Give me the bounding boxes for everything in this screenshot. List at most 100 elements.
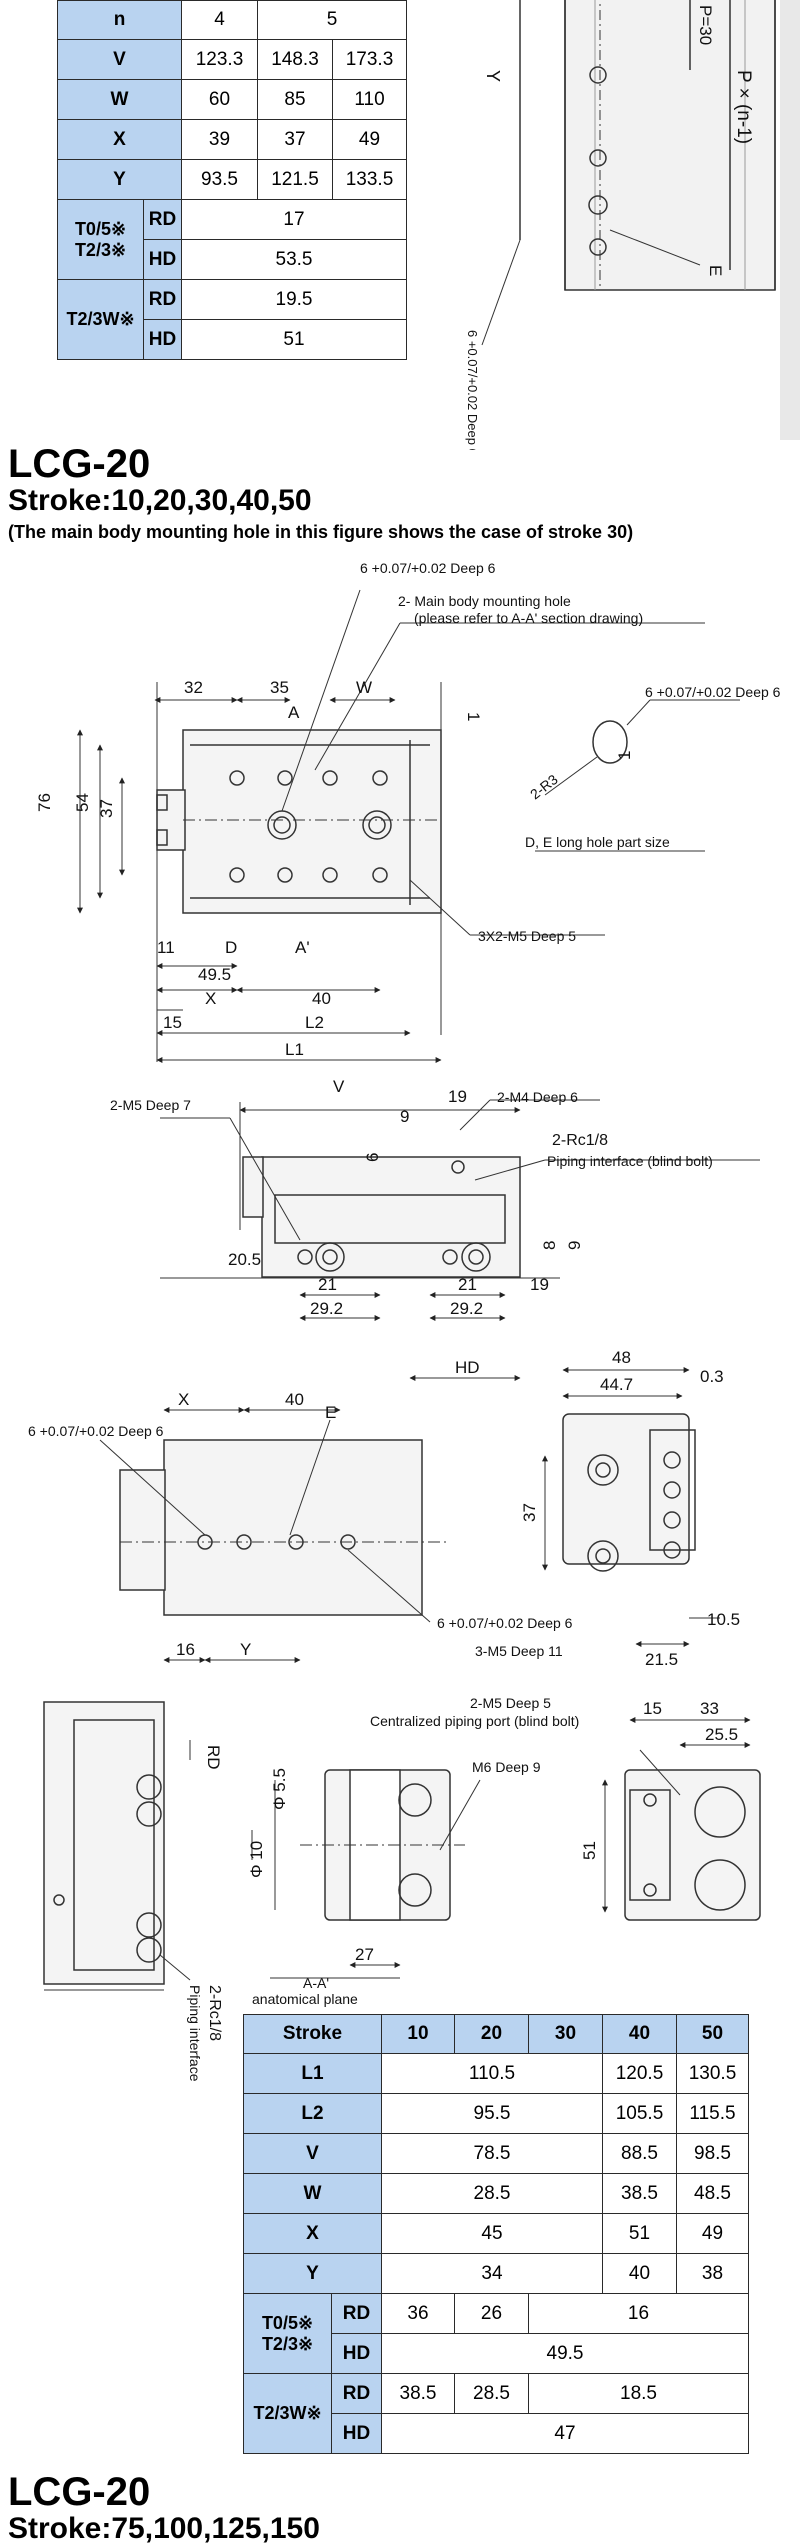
table-cell: 115.5 bbox=[676, 2093, 749, 2134]
callout-label: 2-Rc1/8 bbox=[552, 1132, 608, 1149]
dim-label: 44.7 bbox=[600, 1375, 633, 1394]
dim-label: 9 bbox=[565, 1241, 584, 1250]
dim-label: 6 +0.07/+0.02 Deep 6 bbox=[465, 330, 480, 450]
rear-view bbox=[43, 1701, 191, 1991]
column-header: 40 bbox=[602, 2014, 677, 2054]
dim-label: 19 bbox=[530, 1275, 549, 1294]
table-cell: 95.5 bbox=[381, 2093, 603, 2134]
dim-label: 9 bbox=[400, 1107, 409, 1126]
callout-label: A-A' bbox=[303, 1975, 329, 1991]
dim-label: Y bbox=[483, 70, 503, 82]
table-cell: 123.3 bbox=[181, 39, 258, 80]
table-cell: 18.5 bbox=[528, 2373, 749, 2414]
dim-label: 15 bbox=[163, 1013, 182, 1032]
dim-label: E bbox=[706, 265, 725, 276]
dim-label: 33 bbox=[700, 1699, 719, 1718]
row-label: Y bbox=[57, 159, 182, 200]
dim-label: A bbox=[288, 703, 300, 722]
hd-label: HD bbox=[143, 239, 182, 280]
callout-label: 6 +0.07/+0.02 Deep 6 bbox=[360, 560, 496, 576]
callout-label: 2- Main body mounting hole bbox=[398, 593, 571, 609]
dim-label: 37 bbox=[97, 799, 116, 818]
hd-label: HD bbox=[331, 2413, 382, 2454]
callout-label: Centralized piping port (blind bolt) bbox=[370, 1713, 579, 1729]
dim-label: 10.5 bbox=[707, 1610, 740, 1629]
dimension-values: 32 35 W A 1 76 54 37 11 D A' 49.5 X 40 1… bbox=[35, 678, 740, 1964]
column-header: Stroke bbox=[243, 2014, 382, 2054]
table-cell: 110.5 bbox=[381, 2053, 603, 2094]
dim-label: HD bbox=[455, 1358, 480, 1377]
table-cell: 36 bbox=[381, 2293, 455, 2334]
table-cell: 51 bbox=[602, 2213, 677, 2254]
dim-label: L1 bbox=[285, 1040, 304, 1059]
table-cell: 98.5 bbox=[676, 2133, 749, 2174]
dim-label: RD bbox=[204, 1745, 223, 1770]
dim-label: 25.5 bbox=[705, 1725, 738, 1744]
dim-label: 16 bbox=[176, 1640, 195, 1659]
dim-label: 35 bbox=[270, 678, 289, 697]
callout-label: 3X2-M5 Deep 5 bbox=[478, 928, 576, 944]
table-cell: 93.5 bbox=[181, 159, 258, 200]
dim-label: D bbox=[225, 938, 237, 957]
dim-label: 1 bbox=[464, 712, 483, 721]
table-cell: 26 bbox=[454, 2293, 529, 2334]
table-cell: 38.5 bbox=[602, 2173, 677, 2214]
dim-label: L2 bbox=[305, 1013, 324, 1032]
dim-label: W bbox=[356, 678, 372, 697]
table-cell: 49 bbox=[332, 119, 407, 160]
dim-label: 1 bbox=[615, 751, 634, 760]
group-label: T0/5※ T2/3※ bbox=[57, 199, 144, 280]
dim-label: Φ 5.5 bbox=[270, 1768, 289, 1810]
callout-label: Piping interface bbox=[187, 1985, 203, 2082]
bottom-view bbox=[99, 1407, 450, 1663]
table-cell: 45 bbox=[381, 2213, 603, 2254]
table-cell: 130.5 bbox=[676, 2053, 749, 2094]
table-cell: 34 bbox=[381, 2253, 603, 2294]
row-label: n bbox=[57, 0, 182, 40]
row-label: Y bbox=[243, 2253, 382, 2294]
row-label: W bbox=[57, 79, 182, 120]
callout-label: 2-R3 bbox=[527, 771, 561, 802]
dim-label: E bbox=[325, 1403, 336, 1422]
rd-label: RD bbox=[143, 199, 182, 240]
hd-label: HD bbox=[143, 319, 182, 360]
dim-label: 21.5 bbox=[645, 1650, 678, 1669]
group-label: T2/3W※ bbox=[57, 279, 144, 360]
callout-label: D, E long hole part size bbox=[525, 834, 670, 850]
table-cell: 4 bbox=[181, 0, 258, 40]
section-title: LCG-20 bbox=[8, 2470, 151, 2514]
table-cell: 133.5 bbox=[332, 159, 407, 200]
table-cell: 88.5 bbox=[602, 2133, 677, 2174]
dim-label: 29.2 bbox=[450, 1299, 483, 1318]
table-cell: 16 bbox=[528, 2293, 749, 2334]
rd-label: RD bbox=[331, 2293, 382, 2334]
table-cell: 78.5 bbox=[381, 2133, 603, 2174]
table-cell: 17 bbox=[181, 199, 407, 240]
callout-label: 2-M5 Deep 5 bbox=[470, 1695, 551, 1711]
callout-label: 2-M5 Deep 7 bbox=[110, 1097, 191, 1113]
dim-label: 29.2 bbox=[310, 1299, 343, 1318]
row-label: W bbox=[243, 2173, 382, 2214]
table-cell: 148.3 bbox=[257, 39, 333, 80]
table-cell: 60 bbox=[181, 79, 258, 120]
callout-label: 6 +0.07/+0.02 Deep 6 bbox=[28, 1423, 164, 1439]
dim-label: 51 bbox=[580, 1841, 599, 1860]
table-cell: 39 bbox=[181, 119, 258, 160]
callout-label: anatomical plane bbox=[252, 1991, 358, 2007]
group-label: T2/3W※ bbox=[243, 2373, 332, 2454]
table-cell: 28.5 bbox=[454, 2373, 529, 2414]
table-cell: 120.5 bbox=[602, 2053, 677, 2094]
dim-label: 37 bbox=[520, 1503, 539, 1522]
dim-label: 54 bbox=[73, 793, 92, 812]
dim-label: 19 bbox=[448, 1087, 467, 1106]
dim-label: 49.5 bbox=[198, 965, 231, 984]
front-view bbox=[160, 1099, 760, 1381]
dim-label: Y bbox=[240, 1640, 251, 1659]
table-cell: 38.5 bbox=[381, 2373, 455, 2414]
callout-label: 2-Rc1/8 bbox=[206, 1985, 223, 2041]
dim-label: P × (n-1) bbox=[733, 70, 754, 144]
dim-label: P=30 bbox=[696, 5, 715, 45]
dim-label: 20.5 bbox=[228, 1250, 261, 1269]
page-title: LCG-20 bbox=[8, 442, 151, 486]
row-label: V bbox=[243, 2133, 382, 2174]
